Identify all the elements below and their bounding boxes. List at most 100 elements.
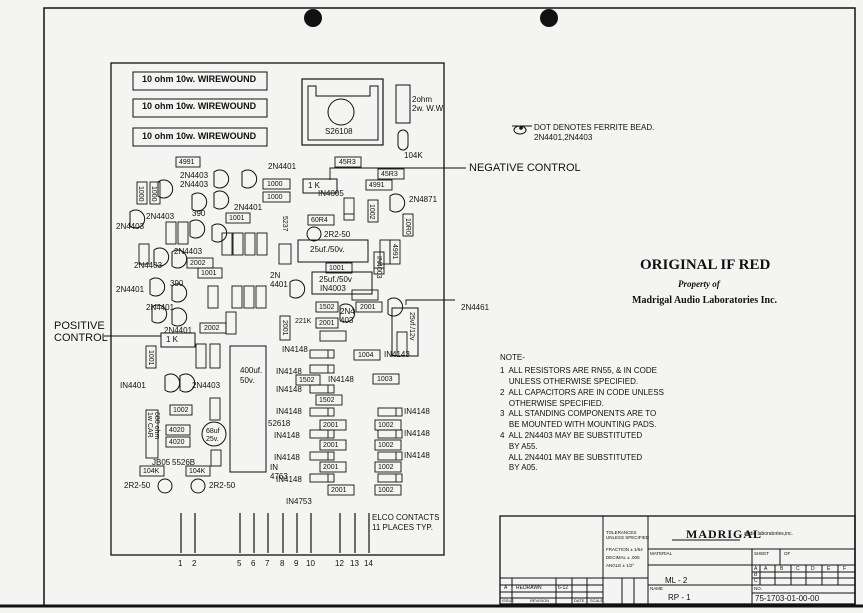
resistor-104k-top (397, 129, 409, 151)
tolerance-fraction: FRACTION ± 1/64 (606, 547, 643, 552)
label-2r2-50-b: 2R2-50 (124, 481, 151, 490)
label-in5261: 52618 (268, 419, 291, 428)
label-390-b: 390 (170, 279, 184, 288)
capacitor-25uf-b (311, 271, 373, 295)
issue-label: ISSUE (502, 598, 515, 603)
pin-label: 8 (280, 559, 285, 568)
rev-row: C (754, 578, 758, 584)
label-2001-f: 2001 (323, 464, 339, 471)
label-1001-b: 1001 (201, 270, 217, 277)
tolerance-decimal: DECIMAL ± .005 (606, 555, 640, 560)
label-2n4403-e: 2N4403 (174, 247, 203, 256)
wirewound-resistor-2 (132, 98, 268, 118)
stamp-company: Madrigal Audio Laboratories Inc. (632, 295, 778, 306)
title-block-grid (499, 515, 856, 605)
label-in4003-a: IN4003 (375, 256, 382, 279)
ferrite-bead-note: DOT DENOTES FERRITE BEAD. 2N4401,2N4403 (534, 123, 655, 143)
label-1001-d: 1001 (147, 350, 154, 366)
wirewound-resistor-3 (132, 127, 268, 147)
label-1003: 1003 (377, 376, 393, 383)
capacitor-2r2-top (306, 226, 322, 242)
label-45r3-a: 45R3 (339, 159, 356, 166)
part-name: RP - 1 (668, 593, 691, 602)
label-in4148-b: IN4148 (276, 367, 302, 376)
note-item-1: 1 ALL RESISTORS ARE RN55, & IN CODE UNLE… (500, 366, 657, 386)
label-5526b: 5526B (172, 458, 196, 467)
label-400uf: 400uf. 50v. (240, 366, 263, 385)
label-in4148-k: IN4148 (276, 475, 302, 484)
tolerance-angle: ANGLE ± 1/2° (606, 563, 635, 568)
label-60r4: 60R4 (311, 217, 328, 224)
label-104k-a: 104K (143, 468, 160, 475)
pin-label: 1 (178, 559, 183, 568)
label-2001-c: 2001 (281, 320, 288, 336)
label-1502-b: 1502 (299, 377, 315, 384)
label-4020-a: 4020 (169, 427, 185, 434)
elco-contacts-label: ELCO CONTACTS 11 PLACES TYP. (372, 513, 440, 532)
label-2001-e: 2001 (323, 442, 339, 449)
diode-array (309, 197, 403, 483)
label-390-a: 390 (192, 209, 206, 218)
note-item-2: 2 ALL CAPACITORS ARE IN CODE UNLESS OTHE… (500, 388, 664, 408)
label-1001-a: 1001 (229, 215, 245, 222)
label-pot-1k-a: 1 K (308, 181, 321, 190)
rev-date: 6-12 (558, 585, 569, 591)
rev-col: B (780, 566, 784, 572)
notes-heading: NOTE- (500, 353, 525, 362)
label-2001-a: 2001 (360, 304, 376, 311)
label-45r3-b: 45R3 (381, 171, 398, 178)
label-4020-b: 4020 (169, 439, 185, 446)
label-25uf: 25uf./50v. (310, 245, 345, 254)
label-2n4403-h: 2N4403 (192, 381, 221, 390)
label-2n4403-c: 2N4403 (146, 212, 175, 221)
tolerances-label: TOLERANCES UNLESS SPECIFIED (606, 530, 650, 540)
rev-col: E (827, 566, 831, 572)
of-label: OF (784, 551, 791, 556)
label-4991-c: 4991 (391, 244, 398, 260)
label-jb05: JB05 (152, 458, 171, 467)
label-2n4403-a: 2N4403 (180, 171, 209, 180)
label-1000-b: 1000 (267, 194, 283, 201)
label-in4148-j: IN4148 (404, 451, 430, 460)
rev-row: B (754, 572, 758, 578)
drawing-number: 75-1703-01-00-00 (755, 594, 820, 603)
positive-control-callout: POSITIVE CONTROL (54, 320, 108, 345)
label-2002-b: 2002 (204, 325, 220, 332)
power-transistor-outline (301, 78, 384, 146)
model-number: ML - 2 (665, 576, 688, 585)
capacitor-25uf-c (391, 307, 419, 357)
trim-pot-negative (302, 178, 338, 194)
label-680ohm: 680 ohm 1w CAR (146, 412, 160, 440)
label-104k-top: 104K (404, 151, 423, 160)
label-2002-a: 2002 (190, 260, 206, 267)
label-1002-e: 1002 (378, 464, 394, 471)
board-outline (110, 62, 445, 556)
label-2n4401-a: 2N4401 (268, 162, 297, 171)
transistor-mounting-hole (327, 98, 355, 126)
negative-control-callout: NEGATIVE CONTROL (469, 162, 581, 174)
label-25uf-b: 25uf./50v (319, 275, 352, 284)
label-68uf: 68uf 25v. (206, 428, 220, 443)
rev-row: A (754, 566, 758, 572)
label-in4148-i: IN4148 (274, 453, 300, 462)
brand-logo: MADRIGAL (686, 527, 762, 541)
sheet-label: SHEET (754, 551, 770, 556)
pin-label: 7 (265, 559, 270, 568)
capacitor-2r2-right (190, 478, 206, 494)
trim-pot-positive (160, 332, 196, 348)
label-2n4401-b: 2N4401 (234, 203, 263, 212)
label-in4005: IN4005 (318, 189, 344, 198)
label-2n4871: 2N4871 (409, 195, 438, 204)
elco-contacts (180, 513, 370, 553)
label-1002-f: 1002 (378, 487, 394, 494)
pin-label: 5 (237, 559, 242, 568)
label-2r2-50-a: 2R2-50 (324, 230, 351, 239)
label-5237: 5237 (281, 216, 288, 232)
label-1001-c: 1001 (329, 265, 345, 272)
punch-hole-right (540, 9, 558, 27)
label-2001-b: 2001 (319, 320, 335, 327)
wirewound-label-1: 10 ohm 10w. WIREWOUND (142, 74, 257, 84)
wirewound-resistor-1 (132, 71, 268, 91)
